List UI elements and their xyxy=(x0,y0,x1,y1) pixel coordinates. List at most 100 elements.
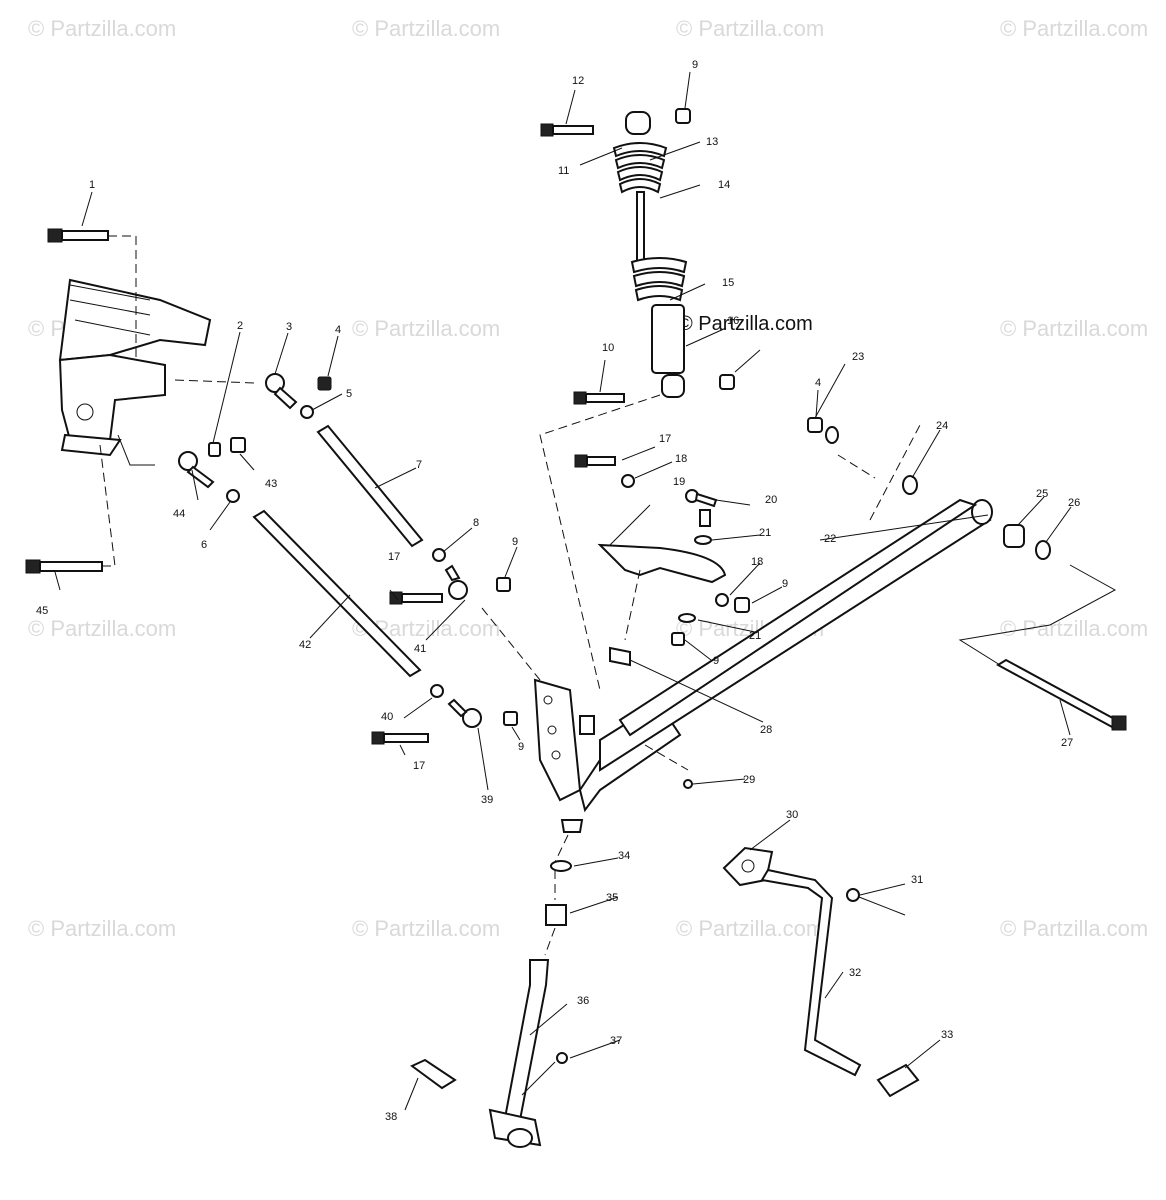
bushing-2 xyxy=(208,442,221,457)
callout-27: 27 xyxy=(1061,737,1073,749)
watermark: © Partzilla.com xyxy=(352,316,500,341)
callout-32: 32 xyxy=(849,967,861,979)
callout-labels: 1 2 3 4 5 6 7 8 9 9 9 9 9 10 11 12 13 14… xyxy=(36,59,1080,1123)
callout-9: 9 xyxy=(692,59,698,71)
washer-18-lower xyxy=(715,593,729,607)
nut-9-arm xyxy=(734,597,750,613)
bolt-10 xyxy=(573,391,625,405)
tie-rod-7 xyxy=(316,424,424,548)
callout-3: 3 xyxy=(286,321,292,333)
nut-9-lower xyxy=(503,711,518,726)
callout-25: 25 xyxy=(1036,488,1048,500)
nut-9-upper xyxy=(496,577,511,592)
callout-34: 34 xyxy=(618,850,630,862)
callout-36: 36 xyxy=(577,995,589,1007)
bushing-28 xyxy=(609,646,631,667)
callout-26: 26 xyxy=(1068,497,1080,509)
callout-9: 9 xyxy=(713,655,719,667)
leader-lines xyxy=(54,71,1072,1111)
callout-42: 42 xyxy=(299,639,311,651)
callout-37: 37 xyxy=(610,1035,622,1047)
clamp-33 xyxy=(876,1063,920,1098)
nut-8 xyxy=(432,548,446,562)
bolt-45 xyxy=(25,559,103,574)
bushing-25 xyxy=(1003,524,1025,548)
bolt-17-lower xyxy=(371,731,429,745)
nut-4-right xyxy=(807,417,823,433)
spindle xyxy=(533,678,682,833)
bolt-12 xyxy=(540,123,594,137)
bolt-17-right xyxy=(574,454,616,468)
washer-21-upper xyxy=(694,535,712,545)
rod-end-39 xyxy=(447,698,482,728)
washer-18-upper xyxy=(621,474,635,488)
nut-6 xyxy=(226,489,240,503)
washer-21-lower xyxy=(678,613,696,623)
callout-2: 2 xyxy=(237,320,243,332)
callout-17: 17 xyxy=(659,433,671,445)
callout-44: 44 xyxy=(173,508,185,520)
watermark: © Partzilla.com xyxy=(1000,16,1148,41)
nut-40 xyxy=(430,684,444,698)
watermark: © Partzilla.com xyxy=(352,16,500,41)
callout-43: 43 xyxy=(265,478,277,490)
callout-15: 15 xyxy=(722,277,734,289)
nut-5 xyxy=(300,405,314,419)
shock-absorber xyxy=(612,111,688,398)
tie-rod-end-20 xyxy=(685,489,718,527)
callout-20: 20 xyxy=(765,494,777,506)
watermark: © Partzilla.com xyxy=(352,916,500,941)
callout-24: 24 xyxy=(936,420,948,432)
callout-39: 39 xyxy=(481,794,493,806)
callout-11: 11 xyxy=(558,165,569,177)
rod-end-3 xyxy=(265,373,298,410)
callout-9: 9 xyxy=(518,741,524,753)
tie-rod-42 xyxy=(252,509,422,678)
frame-bracket xyxy=(58,278,212,457)
callout-9: 9 xyxy=(782,578,788,590)
bushing-35 xyxy=(545,904,567,926)
callout-28: 28 xyxy=(760,724,772,736)
callout-16: 16 xyxy=(727,315,739,327)
callout-21: 21 xyxy=(759,527,771,539)
callout-14: 14 xyxy=(718,179,730,191)
grease-fitting-29 xyxy=(683,779,693,789)
watermark: © Partzilla.com xyxy=(28,916,176,941)
steering-plate-30 xyxy=(722,846,774,887)
callout-6: 6 xyxy=(201,539,207,551)
bushing-43 xyxy=(230,437,246,453)
callout-9: 9 xyxy=(512,536,518,548)
bolt-27 xyxy=(996,658,1127,731)
callout-5: 5 xyxy=(346,388,352,400)
callout-31: 31 xyxy=(911,874,923,886)
steering-post-32 xyxy=(760,868,862,1077)
washer-23 xyxy=(825,426,839,444)
callout-13: 13 xyxy=(706,136,718,148)
nut-9-shock xyxy=(719,374,735,390)
callout-10: 10 xyxy=(602,342,614,354)
steering-arm xyxy=(597,543,727,584)
callout-1: 1 xyxy=(89,179,95,191)
callout-17: 17 xyxy=(413,760,425,772)
callout-22: 22 xyxy=(824,533,836,545)
spacer-38 xyxy=(410,1058,457,1090)
ring-34 xyxy=(550,860,572,872)
watermark: © Partzilla.com xyxy=(28,616,176,641)
ring-26 xyxy=(1035,540,1051,560)
callout-18: 18 xyxy=(675,453,687,465)
callout-30: 30 xyxy=(786,809,798,821)
nut-4 xyxy=(317,376,332,391)
callout-8: 8 xyxy=(473,517,479,529)
nut-9-small xyxy=(671,632,685,646)
callout-12: 12 xyxy=(572,75,584,87)
nut-9-top xyxy=(675,108,691,124)
washer-24 xyxy=(902,475,918,495)
callout-17: 17 xyxy=(388,551,400,563)
partzilla-stamp: © Partzilla.com xyxy=(678,313,813,335)
callout-18: 18 xyxy=(751,556,763,568)
callout-21: 21 xyxy=(749,630,761,642)
rod-end-41 xyxy=(444,564,468,600)
watermark: © Partzilla.com xyxy=(1000,616,1148,641)
bolt-17-upper xyxy=(389,591,443,605)
callout-29: 29 xyxy=(743,774,755,786)
